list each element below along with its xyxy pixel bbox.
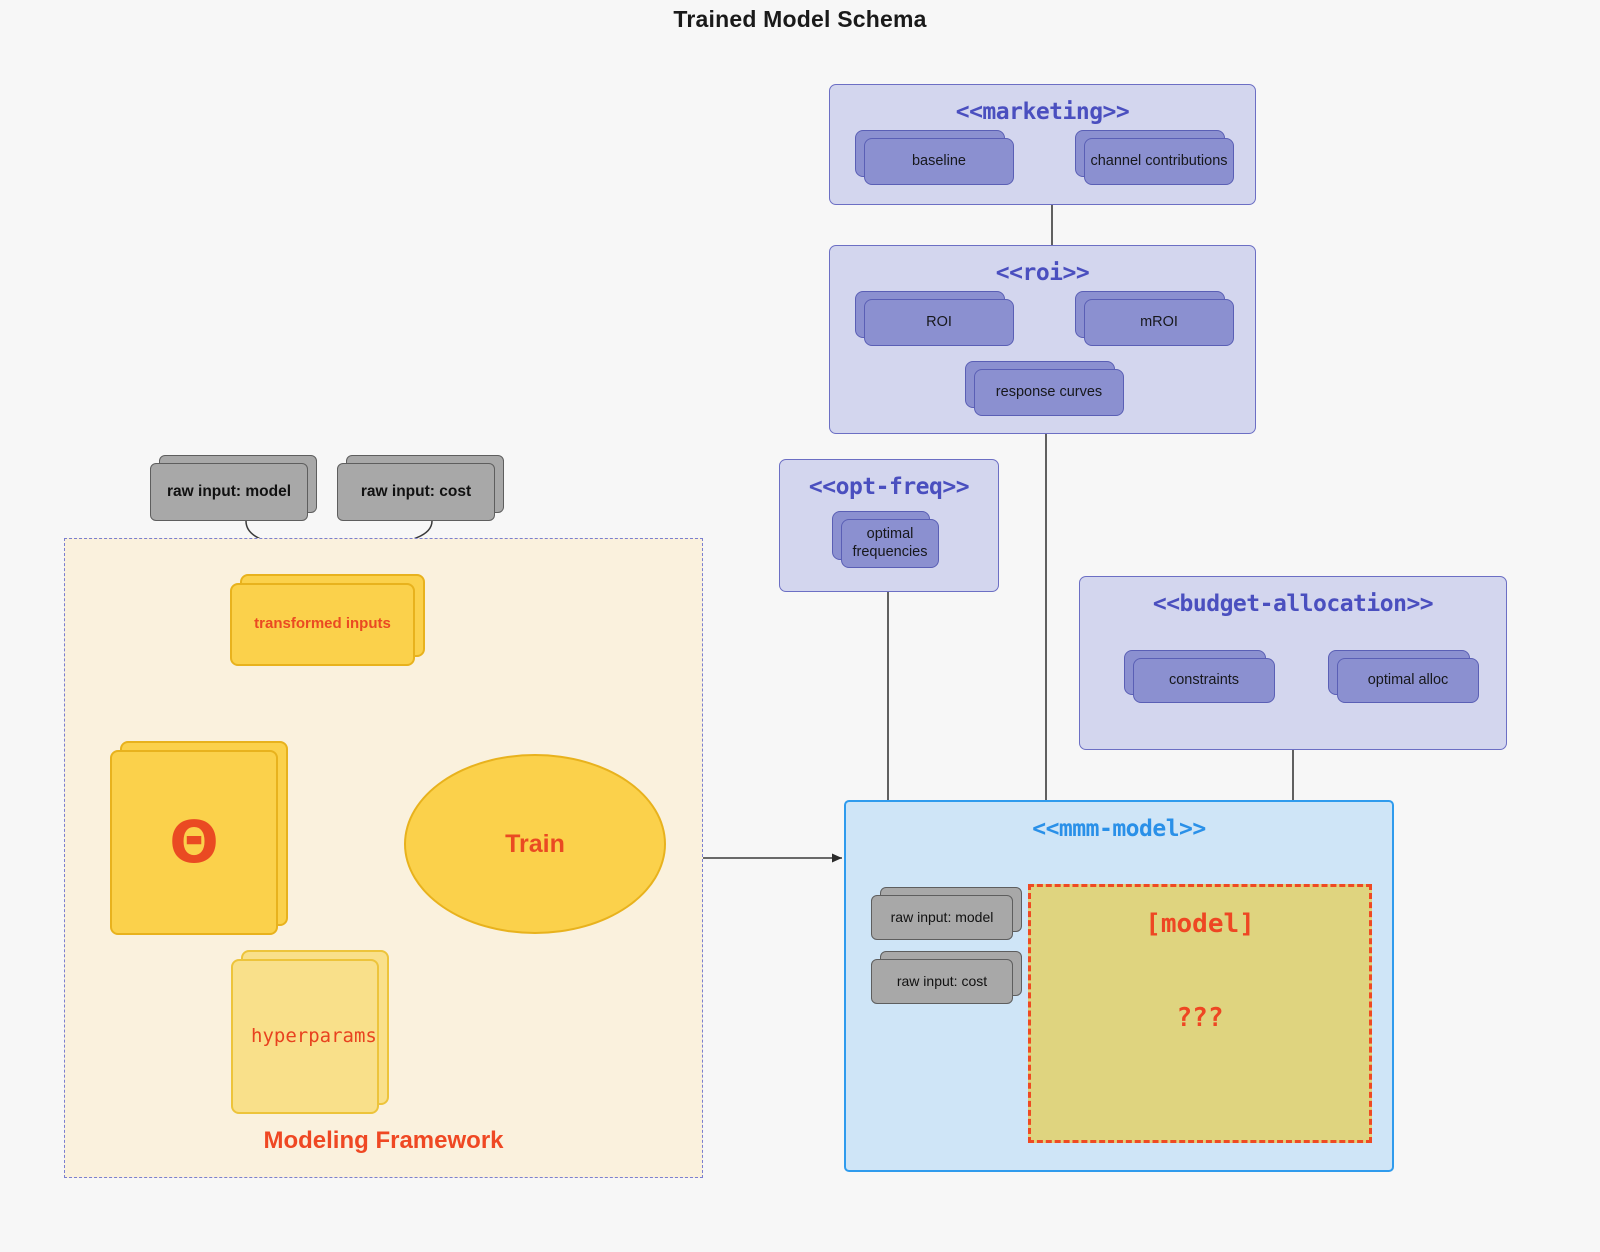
theta-parameters[interactable]: Θ [110,741,288,935]
raw-input-cost[interactable]: raw input: cost [337,455,504,521]
node-channel-contributions-label: channel contributions [1084,138,1234,185]
transformed-inputs-label: transformed inputs [230,583,415,666]
package-roi[interactable]: <<roi>> ROI mROI response curves [829,245,1256,434]
package-marketing[interactable]: <<marketing>> baseline channel contribut… [829,84,1256,205]
train-activity[interactable]: Train [404,754,666,934]
node-optimal-frequencies-line1: optimal [866,525,914,542]
node-response-curves-label: response curves [974,369,1124,416]
hyperparams-label: hyperparams [231,959,379,1114]
package-roi-title: <<roi>> [995,260,1090,286]
node-channel-contributions[interactable]: channel contributions [1075,130,1234,185]
node-optimal-frequencies[interactable]: optimal frequencies [832,511,939,568]
node-constraints-label: constraints [1133,658,1275,703]
model-placeholder-box[interactable]: [model] ??? [1028,884,1372,1143]
mmm-raw-input-model[interactable]: raw input: model [871,887,1022,940]
model-placeholder-unknown: ??? [1176,1003,1224,1033]
page-title: Trained Model Schema [673,6,927,32]
node-response-curves[interactable]: response curves [965,361,1124,416]
mmm-raw-input-cost-label: raw input: cost [871,959,1013,1004]
node-baseline-label: baseline [864,138,1014,185]
mmm-raw-input-cost[interactable]: raw input: cost [871,951,1022,1004]
package-mmm-model[interactable]: <<mmm-model>> raw input: model raw input… [844,800,1394,1172]
node-mroi[interactable]: mROI [1075,291,1234,346]
model-placeholder-label: [model] [1145,909,1255,939]
node-mroi-label: mROI [1084,299,1234,346]
node-optimal-frequencies-front: optimal frequencies [841,519,939,568]
package-mmm-model-title: <<mmm-model>> [1032,816,1206,842]
modeling-framework-label: Modeling Framework [263,1127,504,1154]
raw-input-cost-label: raw input: cost [337,463,495,521]
transformed-inputs[interactable]: transformed inputs [230,574,425,666]
mmm-raw-input-model-label: raw input: model [871,895,1013,940]
raw-input-model[interactable]: raw input: model [150,455,317,521]
package-opt-freq[interactable]: <<opt-freq>> optimal frequencies [779,459,999,592]
node-baseline[interactable]: baseline [855,130,1014,185]
package-budget-allocation-title: <<budget-allocation>> [1152,591,1434,617]
package-opt-freq-title: <<opt-freq>> [808,474,970,500]
node-constraints[interactable]: constraints [1124,650,1275,703]
node-optimal-alloc-label: optimal alloc [1337,658,1479,703]
node-optimal-frequencies-line2: frequencies [852,543,928,560]
node-optimal-alloc[interactable]: optimal alloc [1328,650,1479,703]
train-label: Train [505,829,565,858]
package-budget-allocation[interactable]: <<budget-allocation>> constraints optima… [1079,576,1507,750]
package-marketing-title: <<marketing>> [955,99,1130,125]
node-roi[interactable]: ROI [855,291,1014,346]
node-roi-label: ROI [864,299,1014,346]
hyperparams[interactable]: hyperparams [231,950,389,1114]
raw-input-model-label: raw input: model [150,463,308,521]
theta-symbol: Θ [110,750,278,935]
